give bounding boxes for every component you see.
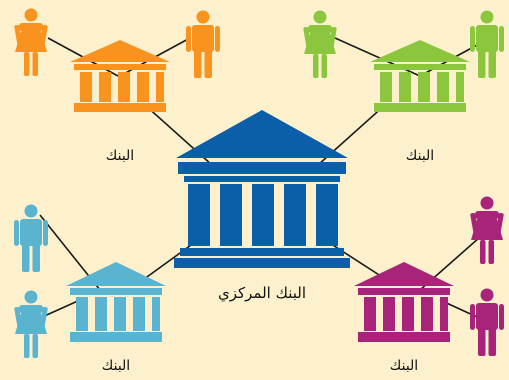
woman-icon (303, 10, 337, 78)
bank-building-icon (70, 40, 170, 112)
central-bank-label: البنك المركزي (217, 284, 307, 302)
woman-icon (470, 196, 504, 264)
line-bl-bank-central (139, 239, 199, 283)
bank-building-icon (354, 262, 454, 342)
man-icon (186, 10, 220, 78)
bank-label-bottom-right: البنك (389, 358, 419, 374)
man-icon (470, 10, 504, 78)
woman-icon (14, 290, 48, 358)
central-bank-building-icon (174, 110, 350, 268)
man-icon (470, 288, 504, 356)
bank-label-top-right: البنك (405, 148, 435, 164)
bank-building-icon (66, 262, 166, 342)
bank-label-top-left: البنك (105, 148, 135, 164)
line-bl-woman-bank (39, 299, 81, 319)
man-icon (14, 204, 48, 272)
bank-label-bottom-left: البنك (101, 358, 131, 374)
bank-building-icon (370, 40, 470, 112)
woman-icon (14, 8, 48, 76)
